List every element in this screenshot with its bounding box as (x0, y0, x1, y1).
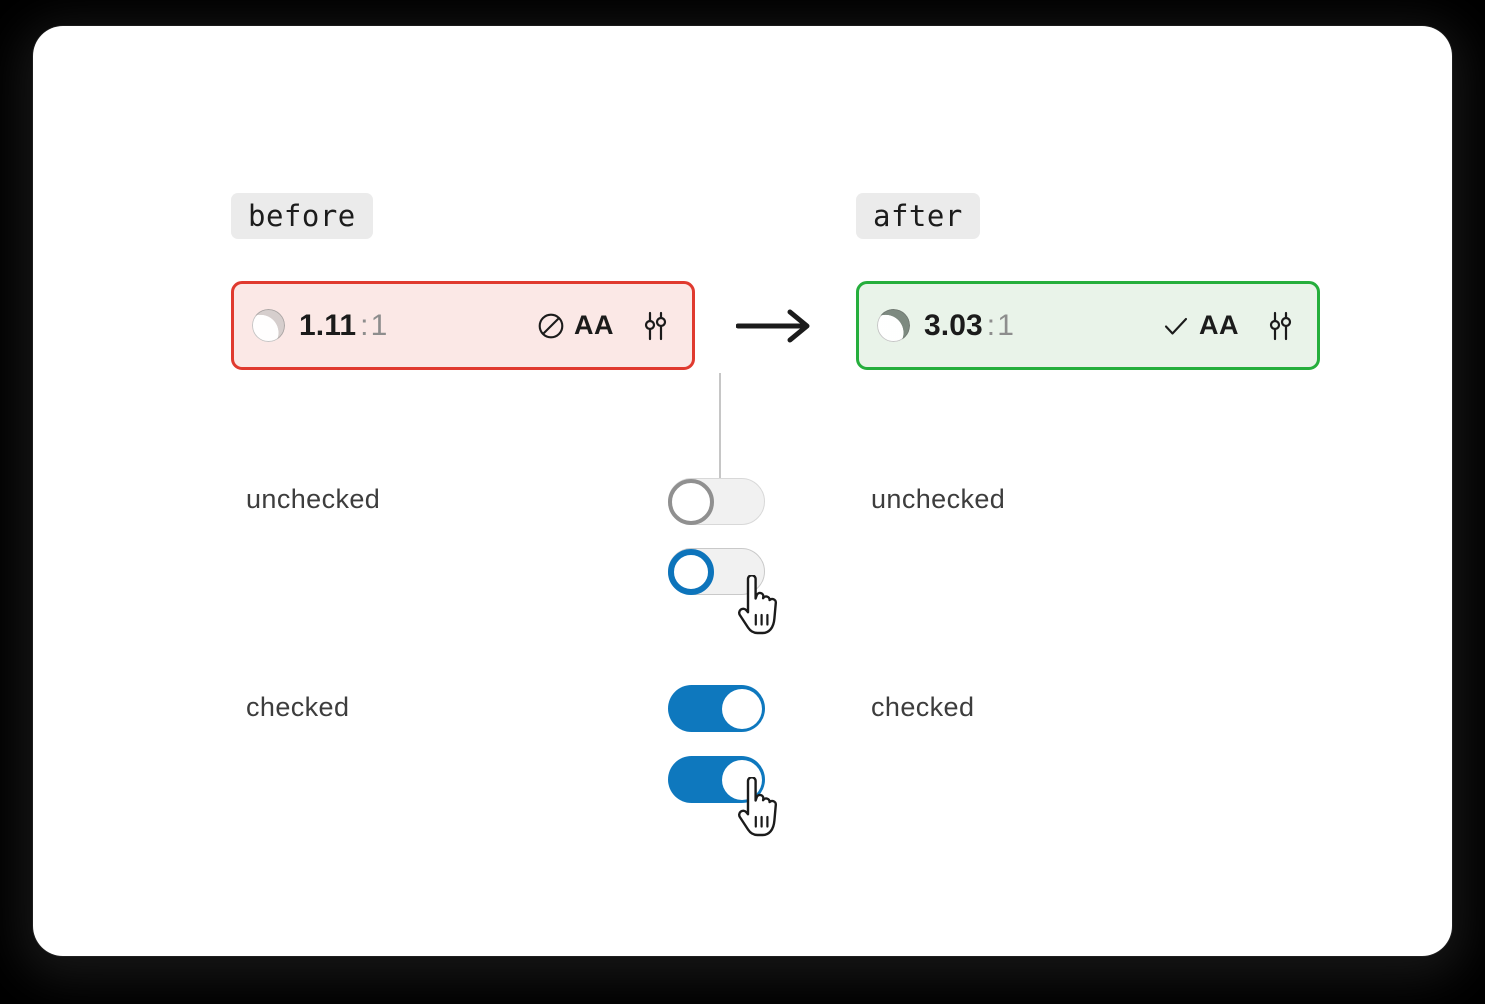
contrast-panel-before[interactable]: 1.11:1 AA (231, 281, 695, 370)
contrast-panel-actions-before: AA (537, 310, 670, 342)
card-surface: before 1.11:1 AA (33, 26, 1452, 956)
row-label-unchecked-after: unchecked (871, 484, 1006, 514)
toggle-unchecked-focus-before[interactable] (668, 548, 765, 595)
contrast-panel-actions-after: AA (1162, 310, 1295, 342)
toggle-thumb (722, 688, 762, 729)
contrast-ratio-value: 3.03 (924, 308, 983, 342)
contrast-circle-icon (877, 309, 910, 342)
wcag-level-label-after: AA (1199, 310, 1239, 340)
toggle-checked-default-before[interactable] (668, 685, 765, 732)
row-label-unchecked-before: unchecked (246, 484, 381, 514)
contrast-ratio-before: 1.11:1 (299, 309, 387, 343)
contrast-ratio-separator: : (986, 308, 996, 342)
contrast-circle-icon (252, 309, 285, 342)
toggle-unchecked-default-before[interactable] (668, 478, 765, 525)
wcag-level-badge-after: AA (1162, 310, 1239, 341)
sliders-icon[interactable] (640, 310, 670, 342)
toggle-checked-focus-before[interactable] (668, 756, 765, 803)
toggle-thumb (668, 478, 714, 525)
contrast-ratio-denominator: 1 (370, 308, 388, 342)
wcag-level-badge-before: AA (537, 310, 614, 341)
contrast-panel-after[interactable]: 3.03:1 AA (856, 281, 1320, 370)
arrow-right-icon (736, 309, 810, 343)
contrast-ratio-denominator: 1 (997, 308, 1015, 342)
contrast-ratio-value: 1.11 (299, 308, 357, 342)
column-label-chip-after: after (856, 193, 980, 239)
wcag-level-label-before: AA (574, 310, 614, 340)
column-label-chip-before: before (231, 193, 373, 239)
connector-line-before (719, 373, 721, 478)
check-icon (1164, 317, 1188, 335)
row-label-checked-after: checked (871, 692, 975, 722)
contrast-readout-before: 1.11:1 (252, 309, 387, 343)
row-label-checked-before: checked (246, 692, 350, 722)
toggle-thumb (722, 759, 762, 800)
toggle-thumb (668, 548, 714, 595)
sliders-icon[interactable] (1265, 310, 1295, 342)
contrast-readout-after: 3.03:1 (877, 309, 1014, 343)
prohibited-icon (538, 313, 564, 338)
contrast-ratio-after: 3.03:1 (924, 309, 1014, 343)
contrast-ratio-separator: : (360, 308, 369, 342)
